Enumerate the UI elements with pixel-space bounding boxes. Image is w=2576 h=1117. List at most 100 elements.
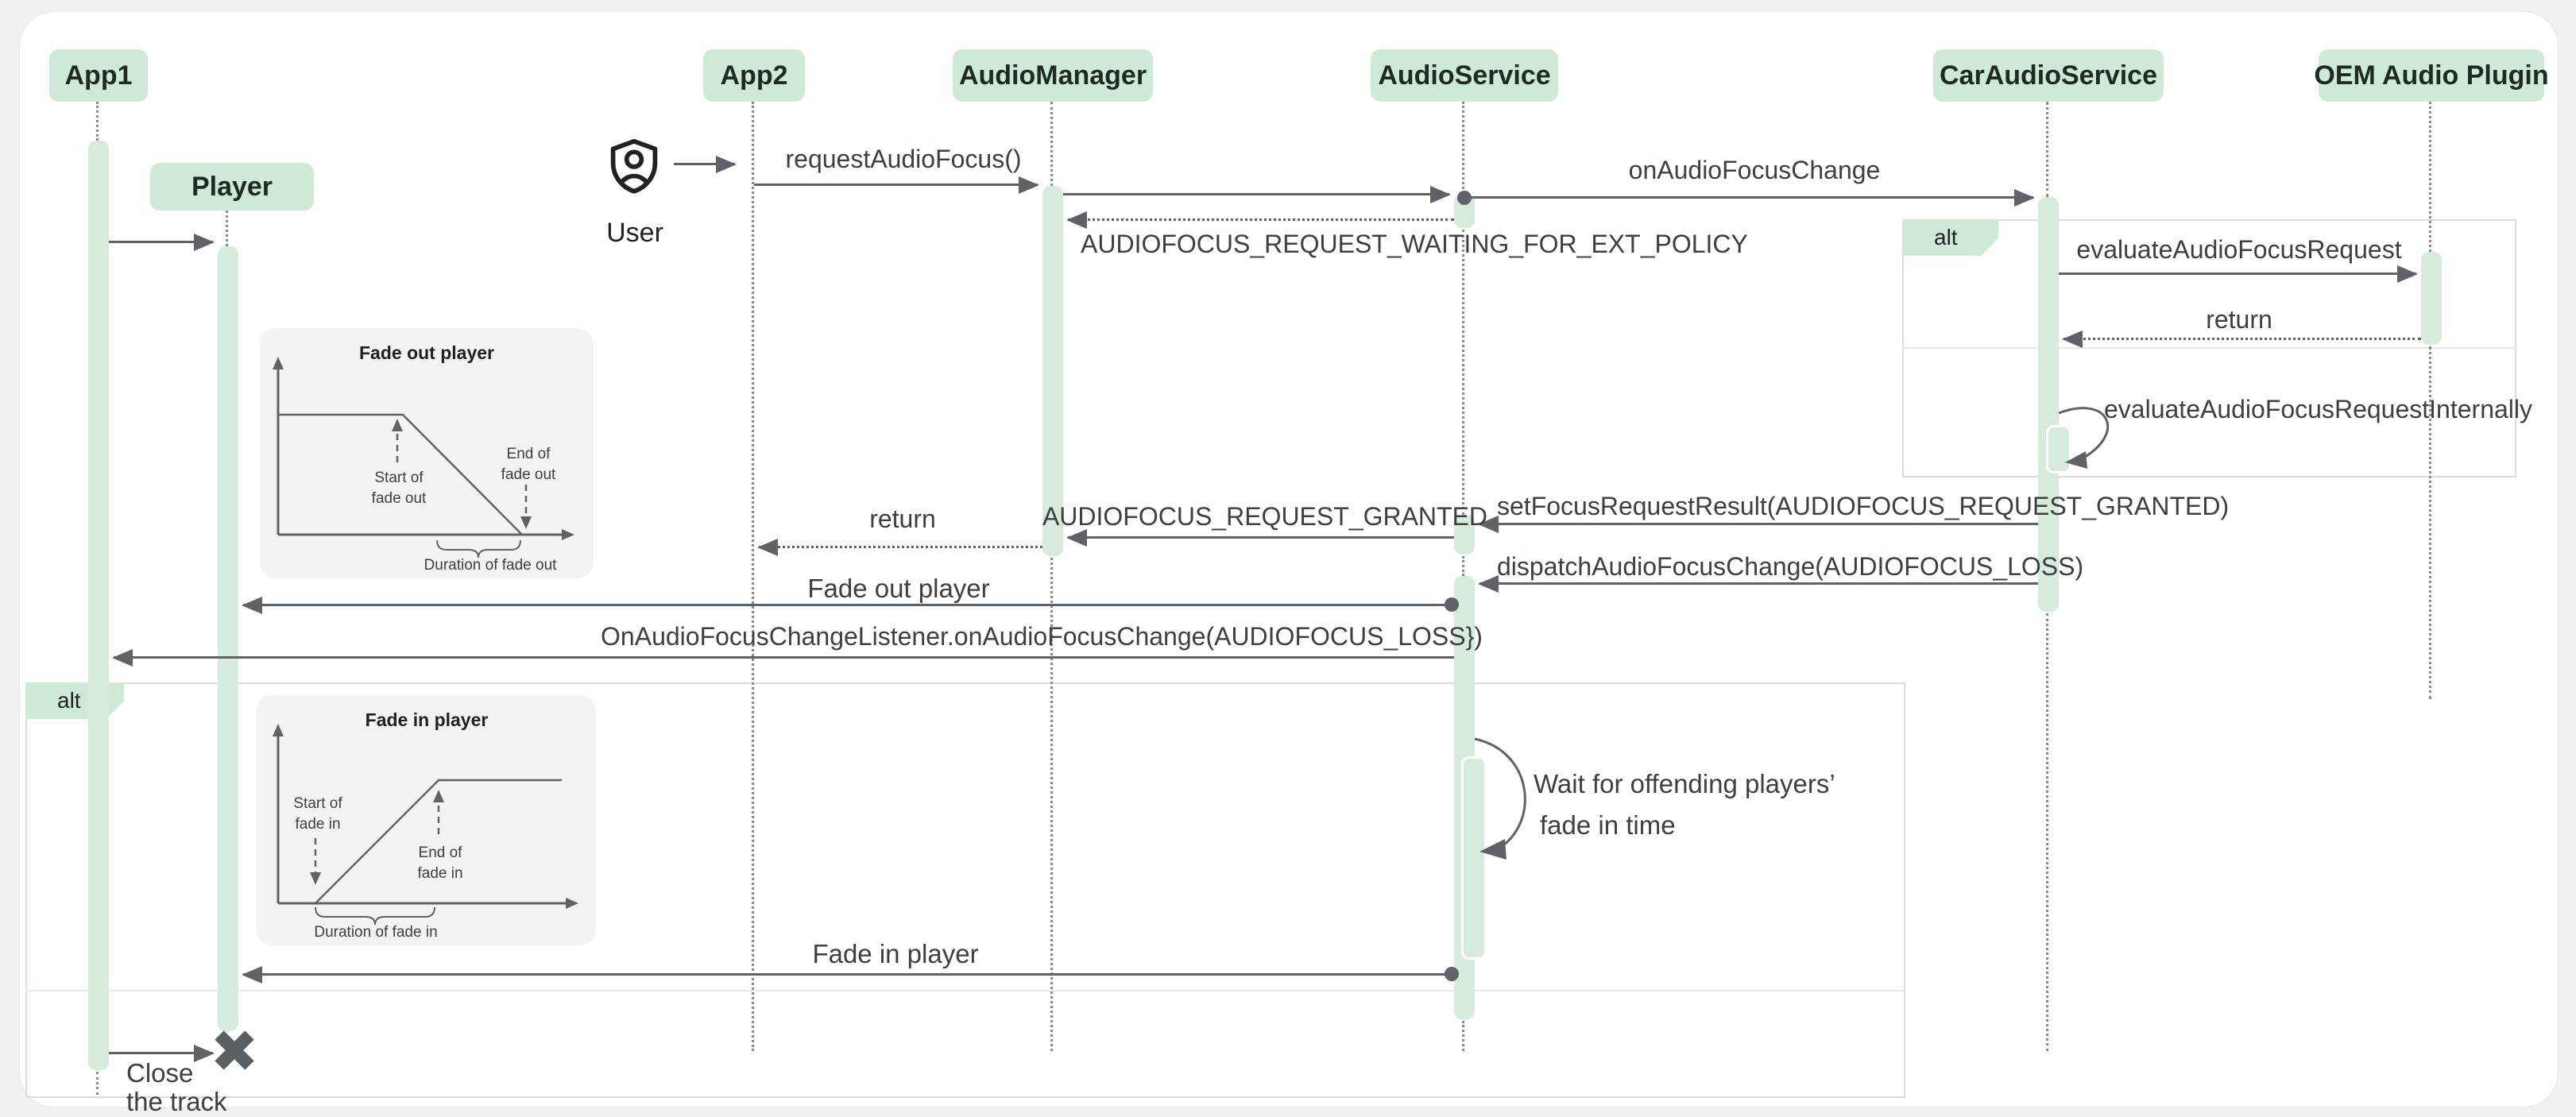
label-close-track-line2: the track bbox=[126, 1087, 227, 1116]
fade-in-end-line2: fade in bbox=[417, 865, 463, 882]
fade-out-start-line1: Start of bbox=[374, 470, 424, 486]
participant-label: App2 bbox=[720, 60, 788, 91]
participant-label: Player bbox=[191, 171, 273, 202]
label-wait-note-line2: fade in time bbox=[1540, 810, 1676, 840]
arrowhead-icon bbox=[1019, 176, 1039, 194]
message-origin-dot bbox=[1457, 191, 1472, 205]
activation-app1 bbox=[88, 141, 109, 1070]
lifeline-caraudioservice bbox=[2046, 102, 2048, 197]
arrowhead-icon bbox=[2397, 265, 2418, 283]
lifeline-caraudioservice bbox=[2046, 613, 2048, 1051]
fade-in-start-line1: Start of bbox=[293, 795, 342, 812]
participant-caraudioservice: CarAudioService bbox=[1933, 49, 2164, 102]
fade-out-duration-label: Duration of fade out bbox=[424, 557, 557, 574]
arrowhead-icon bbox=[1478, 575, 1499, 593]
activation-audiomanager bbox=[1042, 186, 1063, 556]
lifeline-audioservice bbox=[1462, 1021, 1464, 1051]
arrowhead-icon bbox=[242, 597, 262, 614]
label-close-track-line1: Close bbox=[126, 1058, 194, 1088]
label-set-focus-result: setFocusRequestResult(AUDIOFOCUS_REQUEST… bbox=[1497, 492, 2230, 520]
participant-app2: App2 bbox=[703, 49, 805, 102]
arrowhead-icon bbox=[1430, 186, 1451, 203]
arrow-on-focus-loss bbox=[112, 649, 1454, 667]
message-origin-dot bbox=[1445, 967, 1459, 981]
lifeline-app2 bbox=[752, 102, 754, 1051]
label-evaluate-internal: evaluateAudioFocusRequestInternally bbox=[2104, 395, 2532, 423]
fade-out-end-line2: fade out bbox=[501, 466, 556, 483]
arrow-evaluate-request bbox=[2059, 265, 2418, 283]
actor-user-label: User bbox=[606, 218, 663, 248]
alt-frame-focus-evaluation: alt bbox=[1902, 219, 2516, 477]
participant-audioservice: AudioService bbox=[1371, 49, 1558, 102]
user-to-app2-arrow bbox=[674, 156, 737, 173]
lifeline-app1 bbox=[96, 102, 99, 141]
lifeline-audioservice bbox=[1462, 556, 1464, 576]
arrow-evaluate-return bbox=[2062, 330, 2421, 348]
label-evaluate-return: return bbox=[2206, 305, 2272, 334]
alt-operator-label: alt bbox=[57, 688, 81, 713]
activation-player bbox=[218, 246, 238, 1031]
label-request-audio-focus: requestAudioFocus() bbox=[785, 145, 1022, 173]
lifeline-audiomanager bbox=[1050, 102, 1053, 186]
alt-operator-label: alt bbox=[1934, 225, 1958, 249]
alt-frame-divider bbox=[25, 990, 1905, 991]
arrow-dispatch-loss bbox=[1478, 575, 2038, 593]
fade-in-graph-title: Fade in player bbox=[365, 709, 489, 730]
arrow-audiomanager-to-audioservice bbox=[1063, 186, 1451, 203]
label-manager-return: return bbox=[869, 504, 936, 533]
lifeline-player bbox=[226, 211, 228, 246]
fade-out-start-line2: fade out bbox=[371, 490, 427, 507]
label-dispatch-loss: dispatchAudioFocusChange(AUDIOFOCUS_LOSS… bbox=[1497, 552, 2084, 581]
activation-audioservice-nested bbox=[1461, 756, 1487, 960]
lifeline-audioservice bbox=[1462, 102, 1464, 194]
lifeline-oem-plugin bbox=[2429, 346, 2431, 699]
fade-out-end-line1: End of bbox=[506, 446, 551, 462]
arrow-close-track bbox=[109, 1045, 215, 1062]
fade-in-end-line1: End of bbox=[418, 845, 462, 861]
participant-audiomanager: AudioManager bbox=[953, 49, 1153, 102]
fade-out-end-label: End of fade out bbox=[501, 444, 556, 485]
fade-out-graph-plot bbox=[273, 357, 574, 558]
activation-oem-plugin bbox=[2421, 252, 2442, 345]
participant-label: App1 bbox=[64, 60, 133, 91]
destroy-x-icon bbox=[215, 1030, 254, 1070]
arrow-manager-return bbox=[757, 539, 1042, 556]
alt-frame-divider bbox=[1902, 347, 2516, 349]
arrow-request-audio-focus bbox=[754, 176, 1039, 194]
fade-in-start-line2: fade in bbox=[295, 816, 341, 833]
participant-oem-plugin: OEM Audio Plugin bbox=[2314, 49, 2549, 102]
lifeline-app1 bbox=[96, 1072, 99, 1095]
fade-in-duration-label: Duration of fade in bbox=[314, 924, 438, 941]
arrow-request-granted bbox=[1066, 529, 1454, 547]
alt-frame-tab: alt bbox=[25, 682, 124, 719]
participant-label: CarAudioService bbox=[1940, 60, 2157, 91]
label-fade-in-player: Fade in player bbox=[812, 939, 979, 968]
activation-audioservice bbox=[1454, 515, 1475, 555]
participant-label: AudioManager bbox=[958, 60, 1147, 91]
arrowhead-icon bbox=[1066, 529, 1087, 547]
label-on-focus-loss: OnAudioFocusChangeListener.onAudioFocusC… bbox=[601, 622, 1483, 651]
label-on-audio-focus-change: onAudioFocusChange bbox=[1628, 156, 1881, 184]
label-evaluate-request: evaluateAudioFocusRequest bbox=[2076, 235, 2402, 264]
arrow-fade-in-player bbox=[242, 966, 1452, 984]
arrowhead-icon bbox=[716, 156, 737, 173]
arrowhead-icon bbox=[1478, 516, 1499, 533]
self-loop-evaluate-internal bbox=[2058, 407, 2109, 469]
fade-in-graph-plot bbox=[273, 724, 578, 926]
arrowhead-icon bbox=[2062, 330, 2083, 348]
self-loop-wait-fade-in bbox=[1474, 737, 1526, 860]
arrowhead-icon bbox=[2014, 189, 2035, 207]
participant-label: AudioService bbox=[1378, 60, 1551, 91]
arrowhead-icon bbox=[194, 1045, 215, 1062]
label-fade-out-player: Fade out player bbox=[807, 574, 990, 603]
arrowhead-icon bbox=[757, 539, 778, 556]
fade-in-graph: Fade in player Start of fade in End of f… bbox=[256, 695, 596, 945]
participant-label: OEM Audio Plugin bbox=[2314, 60, 2549, 91]
participant-app1: App1 bbox=[49, 49, 148, 102]
fade-out-start-label: Start of fade out bbox=[372, 468, 427, 509]
arrowhead-icon bbox=[194, 234, 215, 251]
arrow-on-audio-focus-change bbox=[1471, 189, 2035, 207]
fade-out-graph-title: Fade out player bbox=[359, 342, 494, 363]
activation-caraudioservice-nested bbox=[2046, 425, 2071, 473]
